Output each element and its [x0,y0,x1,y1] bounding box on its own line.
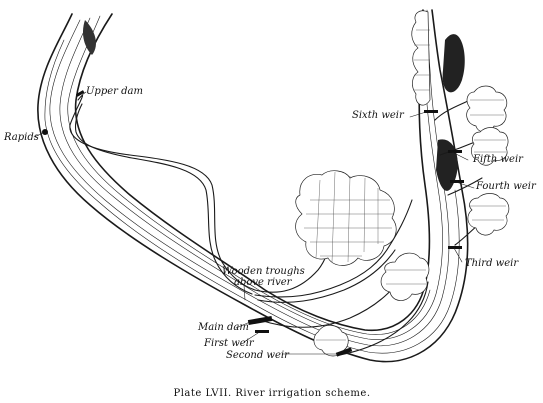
fifth-weir-mark [448,150,462,153]
label-third-weir: Third weir [465,258,519,269]
first-weir-mark [255,330,269,333]
label-upper-dam: Upper dam [86,86,143,97]
label-main-dam: Main dam [197,322,249,333]
label-rapids: Rapids [3,132,39,143]
label-wooden-troughs: Wooden troughs [222,266,305,277]
diagram-labels: Upper dam Rapids Sixth weir Fifth weir F… [3,86,537,361]
label-second-weir: Second weir [226,350,290,361]
label-first-weir: First weir [203,338,255,349]
second-weir-mark [335,347,353,357]
label-fifth-weir: Fifth weir [472,154,524,165]
dam-weir-marks [42,90,464,357]
rapids-mark [42,129,48,135]
sixth-weir-mark [424,110,438,113]
main-dam-mark [247,315,273,326]
upper-dam-mark [76,90,85,97]
irrigation-ditches [69,94,483,356]
plate-caption: Plate LVII. River irrigation scheme. [173,388,370,399]
label-fourth-weir: Fourth weir [475,181,537,192]
river-channel [37,9,469,363]
label-above-river: above river [234,277,293,288]
label-sixth-weir: Sixth weir [352,110,405,121]
leader-lines [33,91,475,355]
field-cell-texture [304,29,506,341]
fourth-weir-mark [450,180,464,183]
third-weir-mark [448,246,462,249]
